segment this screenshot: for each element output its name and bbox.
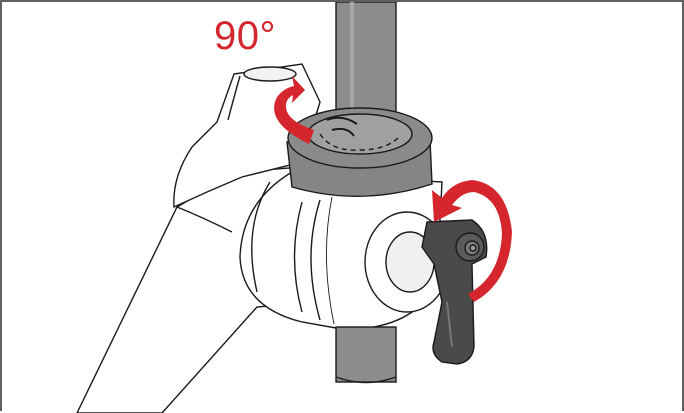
locking-ring xyxy=(286,107,433,198)
lever-handle[interactable] xyxy=(421,219,488,365)
rod-bottom xyxy=(335,326,397,383)
curved-arrow-rotate-icon xyxy=(274,76,314,144)
rotation-angle-label: 90° xyxy=(214,14,276,58)
circular-arrow-rotate-icon xyxy=(432,180,512,302)
